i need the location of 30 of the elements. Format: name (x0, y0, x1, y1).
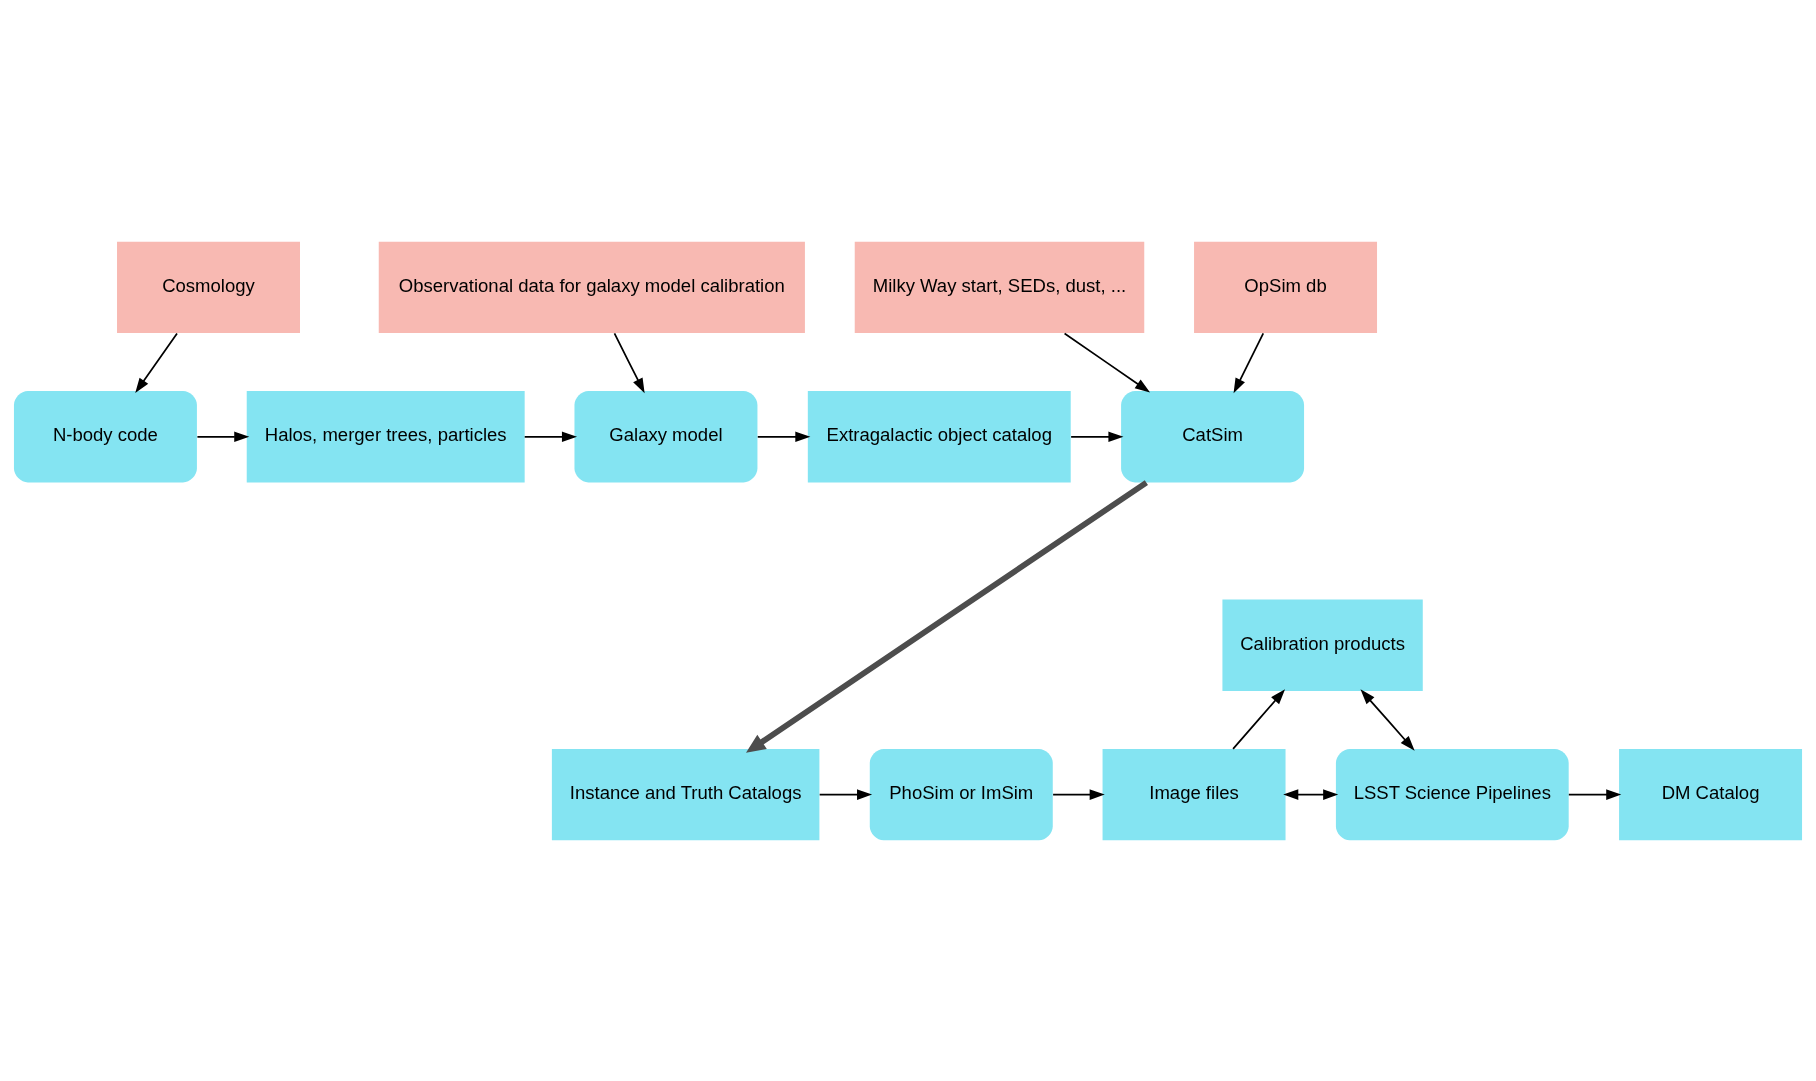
arrow (1283, 788, 1339, 800)
arrow (1232, 688, 1286, 750)
arrow (1233, 332, 1265, 393)
arrow (196, 431, 250, 442)
node-box: CatSim (1121, 390, 1305, 482)
arrow (1063, 332, 1151, 392)
arrow (1052, 788, 1105, 800)
node-box: Observational data for galaxy model calibration (378, 241, 805, 333)
node-box: Galaxy model (574, 390, 758, 482)
node-box: DM Catalog (1619, 748, 1803, 840)
node-box: Halos, merger trees, particles (246, 390, 525, 482)
arrow (818, 788, 873, 800)
node-box: LSST Science Pipelines (1335, 748, 1569, 840)
node-box: Instance and Truth Catalogs (551, 748, 820, 840)
node-box: Cosmology (117, 241, 300, 333)
arrow (746, 479, 1148, 753)
node-box: OpSim db (1194, 241, 1378, 333)
arrow (756, 431, 811, 442)
arrow (523, 431, 578, 442)
node-box: N-body code (13, 390, 197, 482)
node-box: Extragalactic object catalog (807, 390, 1071, 482)
arrow (135, 332, 178, 393)
node-box: PhoSim or ImSim (869, 748, 1053, 840)
arrow (613, 332, 645, 393)
node-box: Milky Way start, SEDs, dust, ... (854, 241, 1145, 333)
arrow (1360, 688, 1415, 751)
arrow (1567, 788, 1622, 800)
node-box: Calibration products (1222, 599, 1423, 691)
node-box: Image files (1102, 748, 1286, 840)
arrow (1070, 431, 1124, 442)
